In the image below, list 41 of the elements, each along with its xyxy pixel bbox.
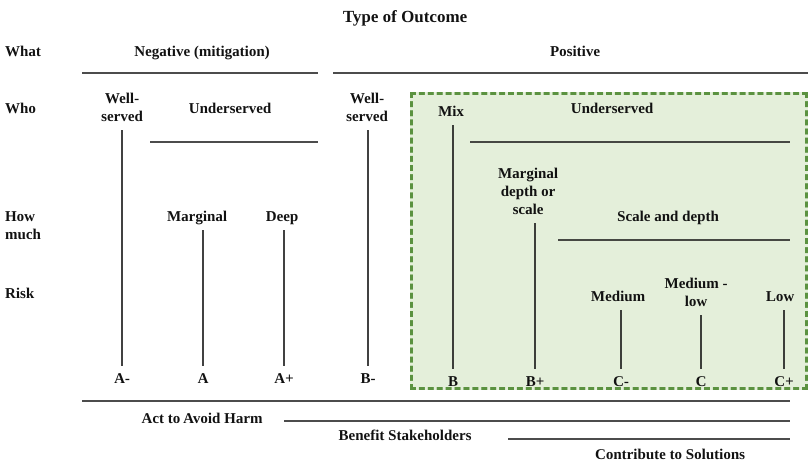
row-label: How much bbox=[5, 208, 42, 244]
category-label: Negative (mitigation) bbox=[133, 43, 271, 61]
category-code: B- bbox=[353, 370, 383, 388]
row-label: What bbox=[5, 43, 42, 61]
category-label: Contribute to Solutions bbox=[594, 446, 746, 464]
category-code: A- bbox=[107, 370, 137, 388]
tree-label: Deep bbox=[257, 208, 307, 226]
connector-line bbox=[121, 130, 123, 366]
category-code: B bbox=[438, 373, 468, 391]
category-label: Benefit Stakeholders bbox=[338, 427, 472, 445]
category-label: Act to Avoid Harm bbox=[140, 410, 264, 428]
category-code: A bbox=[188, 370, 218, 388]
connector-line bbox=[452, 125, 454, 369]
category-code: C- bbox=[606, 373, 636, 391]
diagram-title: Type of Outcome bbox=[342, 8, 468, 26]
category-code: A+ bbox=[269, 370, 299, 388]
connector-line bbox=[620, 310, 622, 369]
row-label: Risk bbox=[5, 285, 36, 303]
tree-label: Mix bbox=[431, 103, 471, 121]
connector-line bbox=[700, 315, 702, 369]
category-label: Scale and depth bbox=[616, 208, 720, 226]
highlight-region bbox=[410, 92, 808, 390]
tree-label: Well- served bbox=[92, 90, 152, 126]
connector-line bbox=[283, 230, 285, 366]
category-label: Positive bbox=[549, 43, 601, 61]
tree-label: Medium bbox=[583, 288, 653, 306]
tree-label: Marginal depth or scale bbox=[488, 165, 568, 219]
category-code: C+ bbox=[769, 373, 799, 391]
connector-line bbox=[534, 223, 536, 369]
connector-line bbox=[783, 310, 785, 369]
category-label: Underserved bbox=[188, 100, 272, 118]
category-code: C bbox=[686, 373, 716, 391]
category-code: B+ bbox=[520, 373, 550, 391]
category-label: Underserved bbox=[570, 100, 654, 118]
tree-label: Well- served bbox=[337, 90, 397, 126]
row-label: Who bbox=[5, 100, 37, 118]
connector-line bbox=[202, 230, 204, 366]
tree-label: Low bbox=[760, 288, 800, 306]
tree-label: Medium -low bbox=[664, 275, 728, 311]
tree-label: Marginal bbox=[157, 208, 237, 226]
connector-line bbox=[367, 130, 369, 366]
